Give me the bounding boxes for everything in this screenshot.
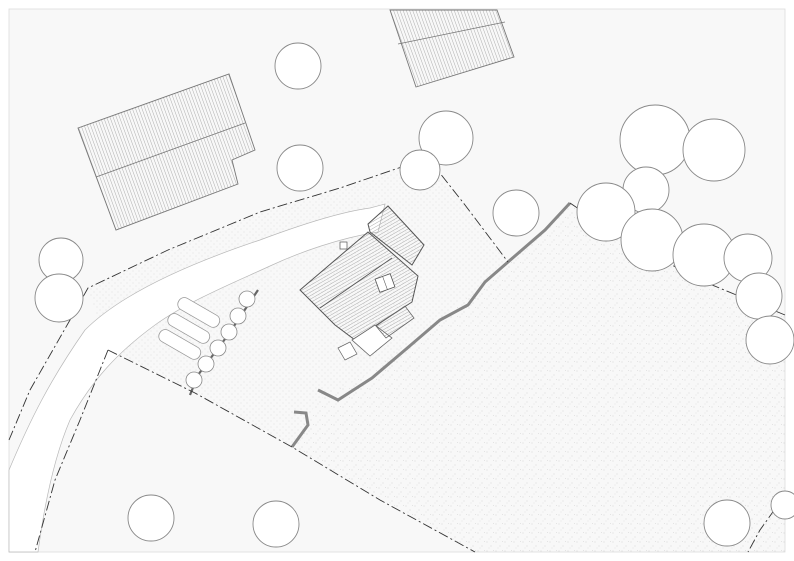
tree <box>770 490 794 520</box>
tree <box>418 110 474 166</box>
house-roof <box>299 205 425 361</box>
hedge-shrubs <box>185 290 256 389</box>
tree <box>576 182 636 242</box>
tree <box>276 144 324 192</box>
access-road <box>8 203 386 553</box>
tree <box>34 273 84 323</box>
neighbouring-building-north <box>389 9 515 88</box>
tree <box>703 499 751 547</box>
tree <box>492 189 540 237</box>
tree <box>127 494 175 542</box>
neighbouring-building-west <box>77 73 256 231</box>
tree <box>682 118 746 182</box>
entry-wall <box>290 410 310 448</box>
garden-wall <box>317 201 572 402</box>
trees <box>34 42 794 548</box>
tree <box>745 315 794 365</box>
tree <box>399 149 441 191</box>
parking-bays <box>158 297 221 360</box>
tree <box>735 272 783 320</box>
meadow <box>292 203 785 552</box>
tree <box>274 42 322 90</box>
tree <box>252 500 300 548</box>
tree <box>619 104 691 176</box>
